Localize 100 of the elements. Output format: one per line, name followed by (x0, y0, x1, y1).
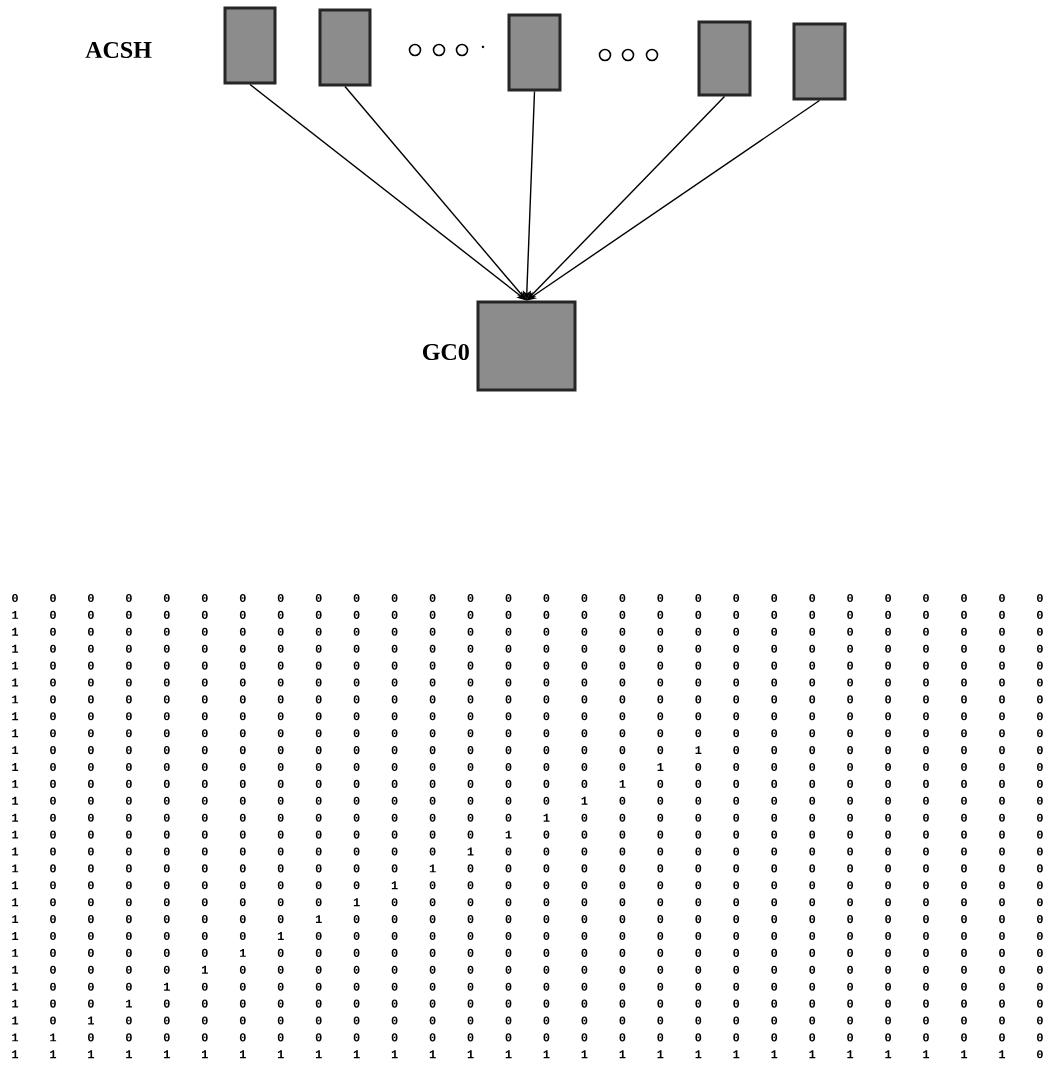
matrix-digit: 0 (505, 1016, 512, 1025)
matrix-digit: 0 (809, 898, 816, 907)
matrix-digit: 0 (353, 830, 360, 839)
matrix-digit: 0 (885, 813, 891, 822)
matrix-digit: 0 (201, 864, 208, 873)
matrix-digit: 0 (315, 881, 322, 890)
box (318, 8, 372, 87)
matrix-digit: 0 (695, 931, 702, 941)
matrix-digit: 0 (429, 746, 436, 755)
matrix-digit: 1 (12, 627, 19, 636)
matrix-digit: 1 (12, 813, 19, 822)
matrix-digit: 0 (429, 1016, 436, 1025)
matrix-digit: 0 (581, 915, 588, 924)
matrix-digit: 0 (733, 948, 740, 957)
matrix-digit: 0 (429, 695, 436, 704)
matrix-digit: 0 (619, 965, 626, 974)
matrix-digit: 0 (733, 965, 740, 974)
matrix-digit: 0 (847, 627, 853, 636)
matrix-digit: 0 (581, 678, 588, 687)
matrix-digit: 0 (581, 1033, 588, 1042)
matrix-digit: 0 (1037, 1050, 1043, 1059)
matrix-digit: 0 (391, 729, 398, 738)
matrix-digit: 1 (619, 1050, 626, 1059)
group-label: ACSH (85, 41, 152, 59)
matrix-digit: 0 (1037, 729, 1043, 738)
matrix-digit: 0 (505, 864, 512, 873)
matrix-digit: 1 (88, 1016, 94, 1025)
matrix-digit: 0 (771, 881, 778, 890)
matrix-digit: 0 (429, 813, 436, 822)
matrix-digit: 0 (467, 729, 474, 738)
matrix-digit: 0 (315, 661, 322, 670)
matrix-digit: 0 (999, 864, 1005, 873)
matrix-digit: 0 (695, 881, 702, 890)
matrix-digit: 0 (733, 712, 740, 721)
matrix-digit: 0 (695, 982, 702, 991)
matrix-digit: 0 (391, 1033, 398, 1042)
matrix-digit: 0 (163, 999, 170, 1008)
matrix-digit: 0 (543, 948, 550, 957)
matrix-digit: 0 (733, 982, 740, 991)
matrix-digit: 0 (961, 1016, 967, 1025)
matrix-digit: 0 (733, 830, 740, 839)
matrix-digit: 0 (88, 661, 94, 670)
matrix-digit: 0 (126, 864, 132, 873)
matrix-digit: 0 (126, 729, 132, 738)
matrix-digit: 0 (695, 661, 702, 670)
matrix-digit: 1 (467, 1050, 474, 1059)
matrix-digit: 0 (239, 610, 246, 619)
matrix-digit: 0 (809, 762, 816, 772)
matrix-digit: 0 (239, 864, 246, 873)
matrix-digit: 0 (239, 779, 246, 788)
matrix-digit: 0 (315, 999, 322, 1008)
matrix-digit: 0 (657, 965, 664, 974)
matrix-digit: 0 (657, 695, 664, 704)
matrix-digit: 0 (771, 661, 778, 670)
matrix-digit: 0 (88, 695, 94, 704)
matrix-digit: 0 (885, 779, 891, 788)
matrix-digit: 0 (50, 813, 56, 822)
matrix-digit: 0 (961, 796, 967, 805)
matrix-digit: 0 (277, 948, 284, 957)
matrix-digit: 0 (353, 931, 360, 941)
matrix-digit: 0 (239, 1033, 246, 1042)
matrix-digit: 0 (277, 695, 284, 704)
matrix-digit: 0 (809, 982, 816, 991)
matrix-digit: 0 (999, 762, 1005, 772)
matrix-digit: 0 (277, 729, 284, 738)
matrix-digit: 0 (619, 864, 626, 873)
matrix-digit: 0 (239, 661, 246, 670)
matrix-digit: 0 (885, 948, 891, 957)
matrix-digit: 0 (695, 762, 702, 772)
matrix-digit: 0 (505, 1033, 512, 1042)
matrix-digit: 0 (961, 627, 967, 636)
matrix-digit: 0 (885, 796, 891, 805)
matrix-digit: 1 (543, 813, 550, 822)
matrix-digit: 0 (315, 762, 322, 772)
matrix-digit: 0 (657, 830, 664, 839)
matrix-digit: 0 (88, 779, 94, 788)
matrix-digit: 0 (543, 779, 550, 788)
matrix-digit: 0 (1037, 593, 1043, 603)
matrix-digit: 0 (505, 746, 512, 755)
matrix-digit: 0 (695, 948, 702, 957)
matrix-digit: 0 (847, 712, 853, 721)
matrix-digit: 0 (50, 627, 56, 636)
matrix-digit: 1 (505, 830, 512, 839)
matrix-digit: 0 (126, 593, 132, 603)
matrix-digit: 0 (126, 695, 132, 704)
matrix-digit: 0 (315, 813, 322, 822)
matrix-digit: 0 (429, 627, 436, 636)
matrix-digit: 0 (771, 712, 778, 721)
matrix-digit: 0 (657, 931, 664, 941)
matrix-digit: 0 (619, 830, 626, 839)
matrix-digit: 0 (695, 847, 702, 856)
matrix-digit: 0 (50, 847, 56, 856)
matrix-digit: 0 (657, 712, 664, 721)
matrix-digit: 0 (88, 610, 94, 619)
matrix-digit: 0 (429, 610, 436, 619)
matrix-digit: 0 (353, 948, 360, 957)
matrix-digit: 0 (467, 746, 474, 755)
matrix-digit: 0 (581, 931, 588, 941)
matrix-digit: 0 (277, 678, 284, 687)
matrix-digit: 0 (315, 982, 322, 991)
